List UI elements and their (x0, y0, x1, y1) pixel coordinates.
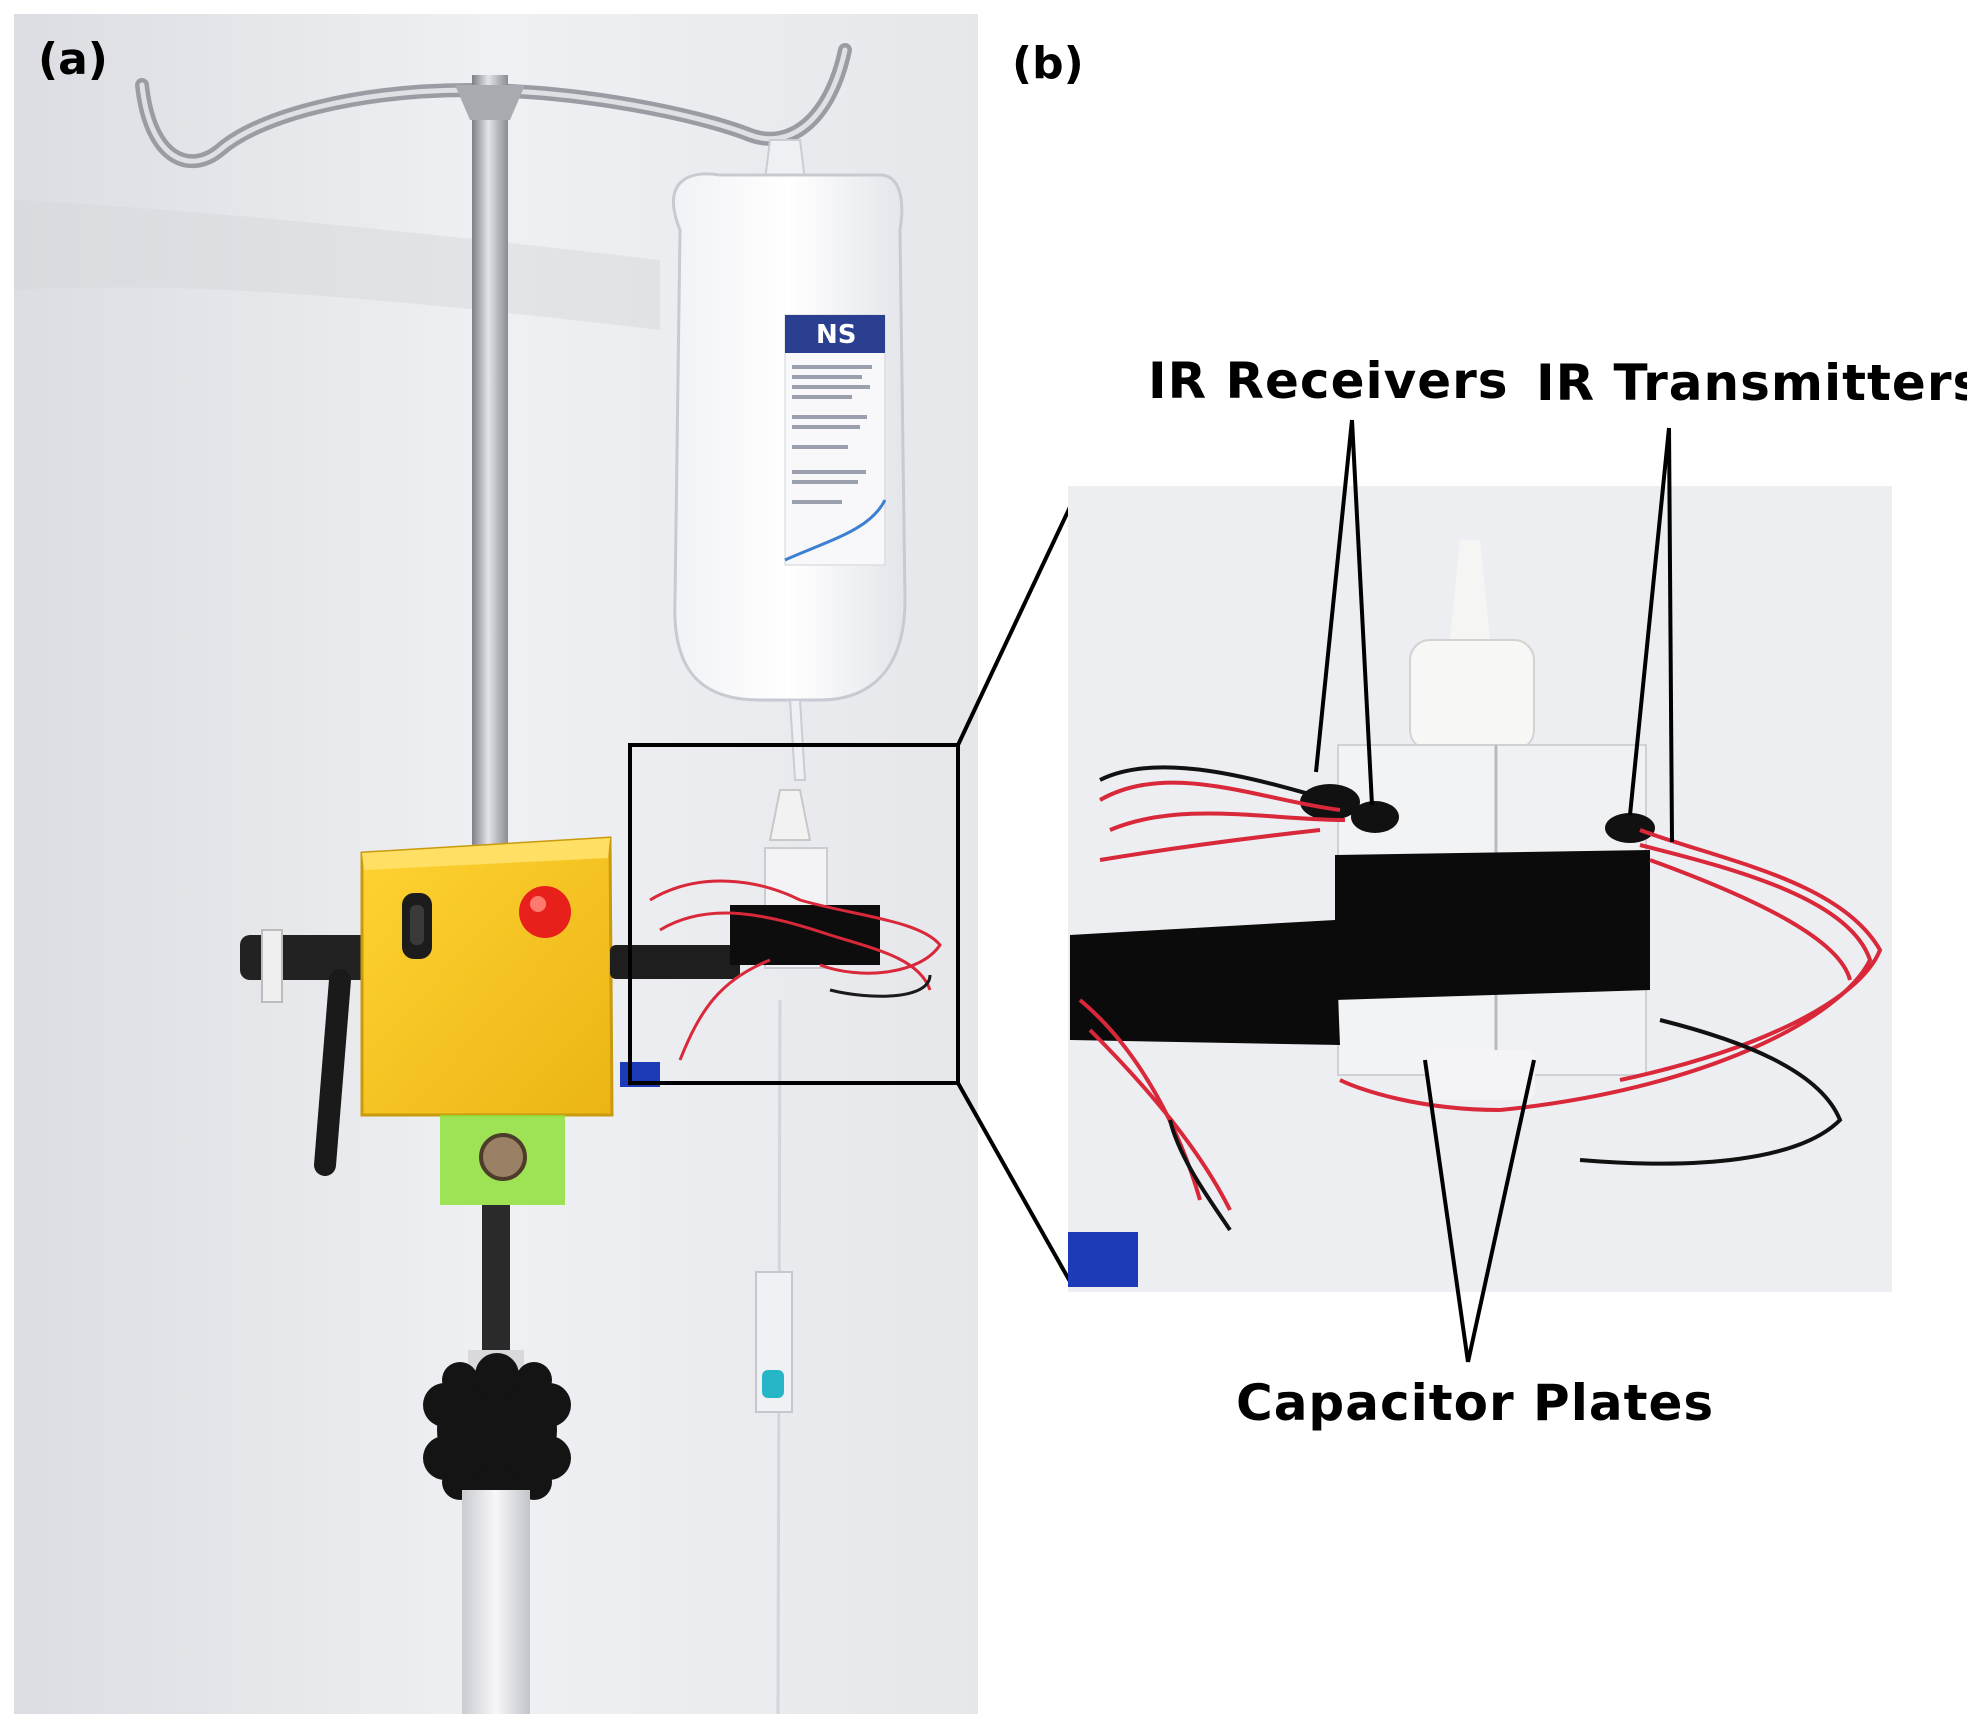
ir-transmitters-label: IR Transmitters (1536, 354, 1967, 412)
iv-pole-lower (462, 1490, 530, 1714)
sensor-wires (1078, 765, 1883, 1232)
iv-pole-chrome (472, 75, 508, 855)
black-tape-band (1335, 850, 1650, 1000)
zoom-inset-frame (628, 743, 960, 1085)
zoom-line-top (956, 489, 1080, 746)
iv-bag-label-text: NS (816, 320, 857, 350)
device-box (360, 836, 614, 1117)
iv-bag-label-band (785, 315, 885, 353)
panel-a-photo (14, 14, 978, 1715)
roller-clamp (755, 1271, 793, 1413)
panel-b-label: (b) (1012, 38, 1084, 89)
ir-receivers-label: IR Receivers (1148, 352, 1509, 410)
blue-connector (1068, 1232, 1138, 1287)
alarm-led (519, 886, 571, 938)
capacitor-plates-label: Capacitor Plates (1236, 1374, 1715, 1432)
zoom-line-bottom (956, 1082, 1074, 1286)
panel-b-photo (1068, 486, 1892, 1292)
height-adjust-knob (423, 1353, 571, 1510)
iv-bag (672, 139, 907, 781)
callout-leaders (1314, 419, 1674, 1363)
sensor-assembly-small (620, 847, 942, 1087)
side-clamp-bar (240, 935, 370, 980)
panel-a-label: (a) (38, 34, 108, 85)
